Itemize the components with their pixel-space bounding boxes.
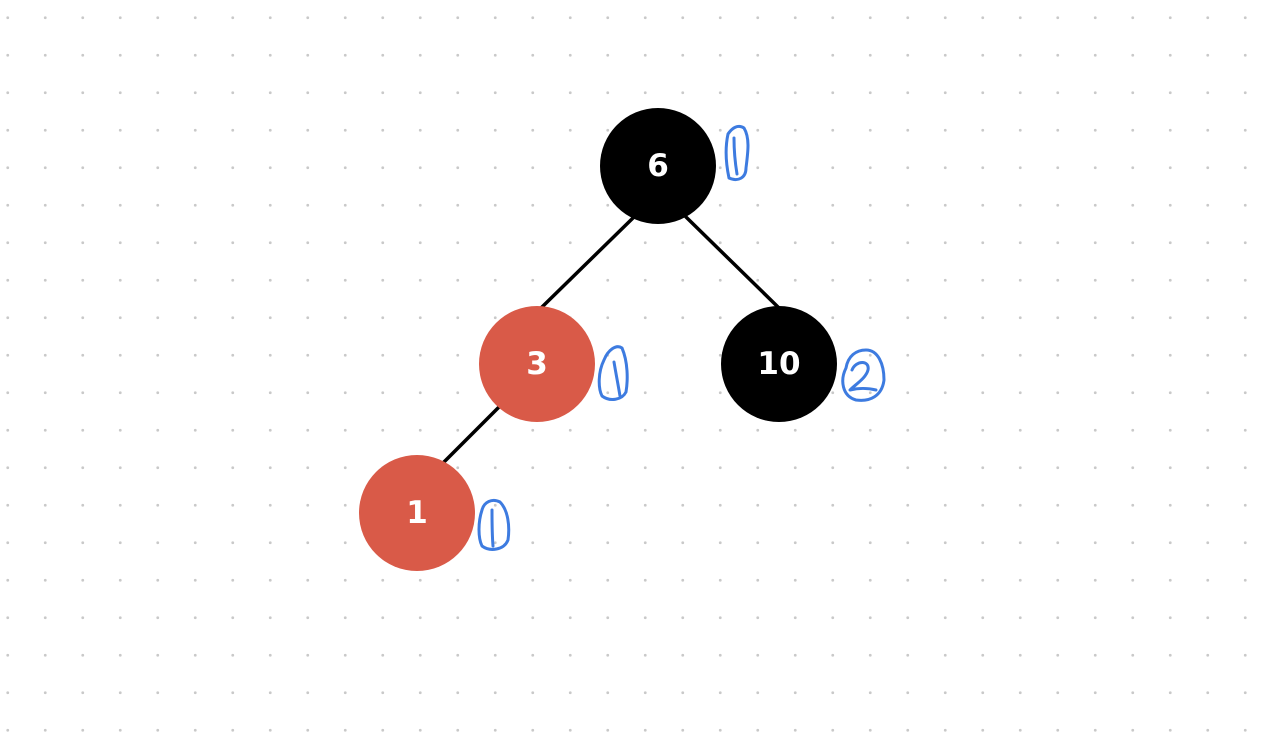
tree-node-3[interactable]: 3 <box>479 306 595 422</box>
tree-node-1[interactable]: 1 <box>359 455 475 571</box>
handwritten-note-node-3: 1 <box>597 345 629 401</box>
node-label: 10 <box>757 345 801 382</box>
handwritten-note-node-10: 2 <box>841 348 886 402</box>
tree-node-10[interactable]: 10 <box>721 306 837 422</box>
edge-3-1 <box>440 405 501 466</box>
node-label: 1 <box>406 494 428 531</box>
node-label: 6 <box>647 147 669 184</box>
node-label: 3 <box>526 345 548 382</box>
handwritten-note-node-6: 1 <box>724 124 750 182</box>
tree-node-6[interactable]: 6 <box>600 108 716 224</box>
handwritten-note-node-1: 1 <box>477 498 511 551</box>
edge-6-3 <box>539 215 636 310</box>
edge-6-10 <box>684 215 781 310</box>
